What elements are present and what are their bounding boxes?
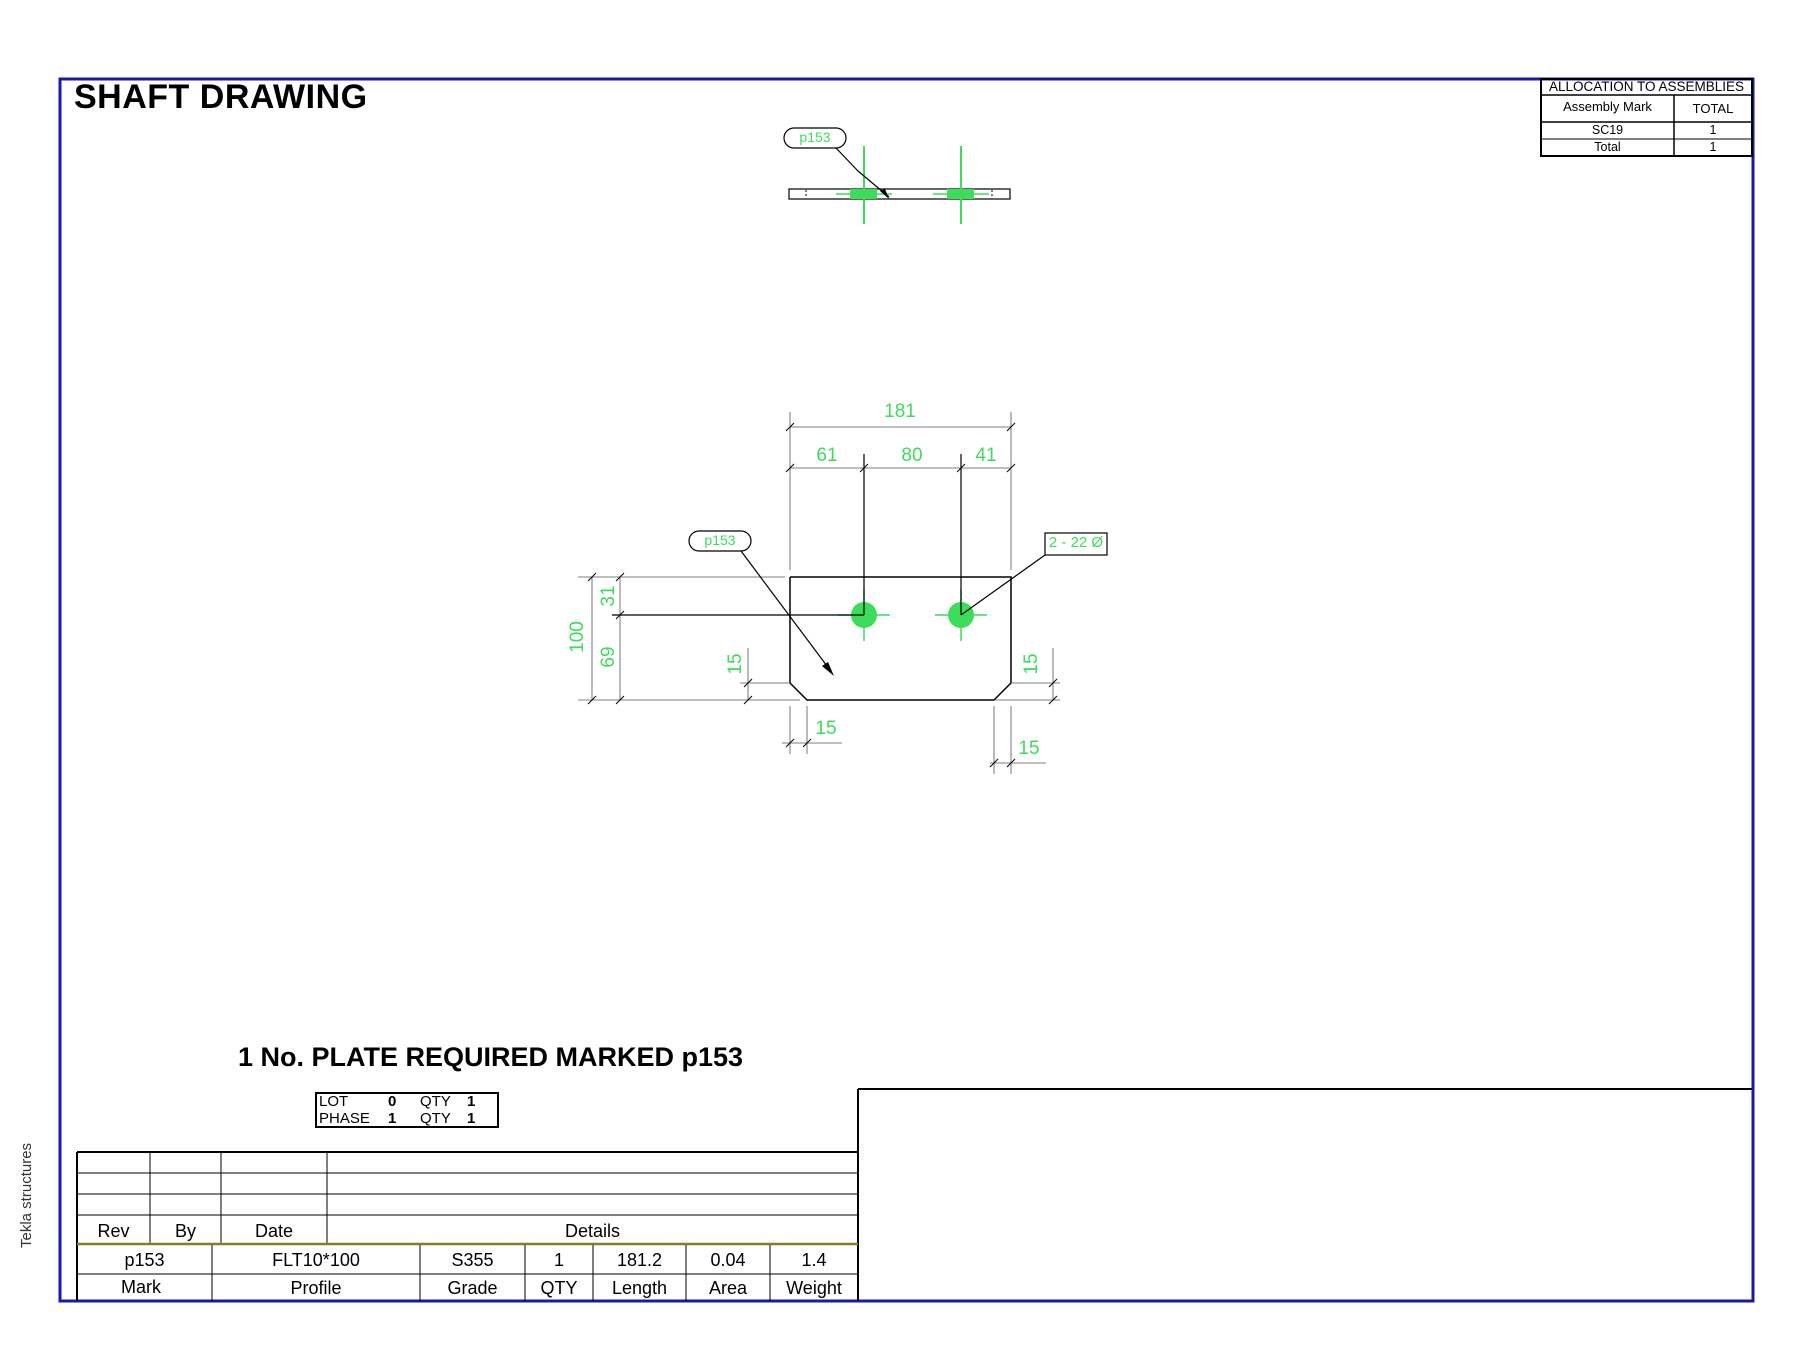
part-mark-front-label: p153 <box>704 532 736 548</box>
length-header: Length <box>611 1278 668 1298</box>
dim-chamfer-right-h: 15 <box>1018 738 1040 759</box>
allocation-row-mark: SC19 <box>1591 123 1624 137</box>
phase-qty-value: 1 <box>467 1110 476 1127</box>
part-area-value: 0.04 <box>710 1250 746 1270</box>
dim-height: 100 <box>567 621 588 653</box>
grade-header: Grade <box>447 1278 498 1298</box>
dim-bottom-hole: 69 <box>598 646 619 668</box>
qty-header: QTY <box>540 1278 578 1298</box>
lot-value: 0 <box>388 1093 397 1110</box>
dim-chamfer-left-v: 15 <box>725 653 746 675</box>
part-table-grid <box>77 1245 858 1301</box>
front-view <box>578 412 1108 774</box>
part-mark-bubble-top <box>783 127 847 149</box>
area-header: Area <box>708 1278 748 1298</box>
dim-b: 80 <box>901 445 923 466</box>
details-header: Details <box>564 1221 621 1241</box>
requirement-note: 1 No. PLATE REQUIRED MARKED p153 <box>238 1042 744 1072</box>
weight-header: Weight <box>786 1278 842 1298</box>
mark-header: Mark <box>121 1277 161 1297</box>
drawing-title: SHAFT DRAWING <box>74 78 368 116</box>
software-label: Tekla structures <box>18 1142 35 1248</box>
revision-table-grid <box>76 1151 858 1301</box>
plate-outline <box>789 576 1012 701</box>
lot-qty-label: QTY <box>420 1093 451 1110</box>
top-view <box>783 127 1011 224</box>
dim-overall: 181 <box>884 401 916 422</box>
by-header: By <box>174 1221 196 1241</box>
allocation-col-total: TOTAL <box>1692 101 1734 116</box>
allocation-total-value: 1 <box>1709 140 1717 154</box>
profile-header: Profile <box>290 1278 342 1298</box>
lot-qty-value: 1 <box>467 1093 476 1110</box>
allocation-total-label: Total <box>1594 140 1621 154</box>
dim-chamfer-left-h: 15 <box>815 718 837 739</box>
lot-box-frame <box>315 1092 499 1128</box>
part-qty-value: 1 <box>553 1250 564 1270</box>
date-header: Date <box>254 1221 294 1241</box>
title-block-frame <box>857 1088 1752 1301</box>
part-profile-value: FLT10*100 <box>272 1250 360 1270</box>
allocation-row-total: 1 <box>1709 123 1717 137</box>
part-mark-bubble-front <box>688 530 752 552</box>
hole-label-text: 2 - 22 Ø <box>1048 534 1104 551</box>
phase-value: 1 <box>388 1110 397 1127</box>
sheet-border <box>58 77 1755 1303</box>
phase-label: PHASE <box>319 1110 370 1127</box>
dim-a: 61 <box>816 445 838 466</box>
part-mark-top-label: p153 <box>799 129 831 145</box>
allocation-heading: ALLOCATION TO ASSEMBLIES <box>1548 79 1745 94</box>
part-length-value: 181.2 <box>616 1250 663 1270</box>
dim-chamfer-right-v: 15 <box>1021 653 1042 675</box>
dim-top-hole: 31 <box>598 585 619 607</box>
part-mark-value: p153 <box>124 1250 165 1270</box>
dim-c: 41 <box>975 445 997 466</box>
phase-qty-label: QTY <box>420 1110 451 1127</box>
lot-label: LOT <box>319 1093 349 1110</box>
part-grade-value: S355 <box>451 1250 494 1270</box>
part-weight-value: 1.4 <box>801 1250 827 1270</box>
hole-label-box <box>1044 532 1108 556</box>
rev-header: Rev <box>97 1221 130 1241</box>
allocation-table-grid <box>1540 78 1753 157</box>
allocation-col-mark: Assembly Mark <box>1563 99 1652 114</box>
